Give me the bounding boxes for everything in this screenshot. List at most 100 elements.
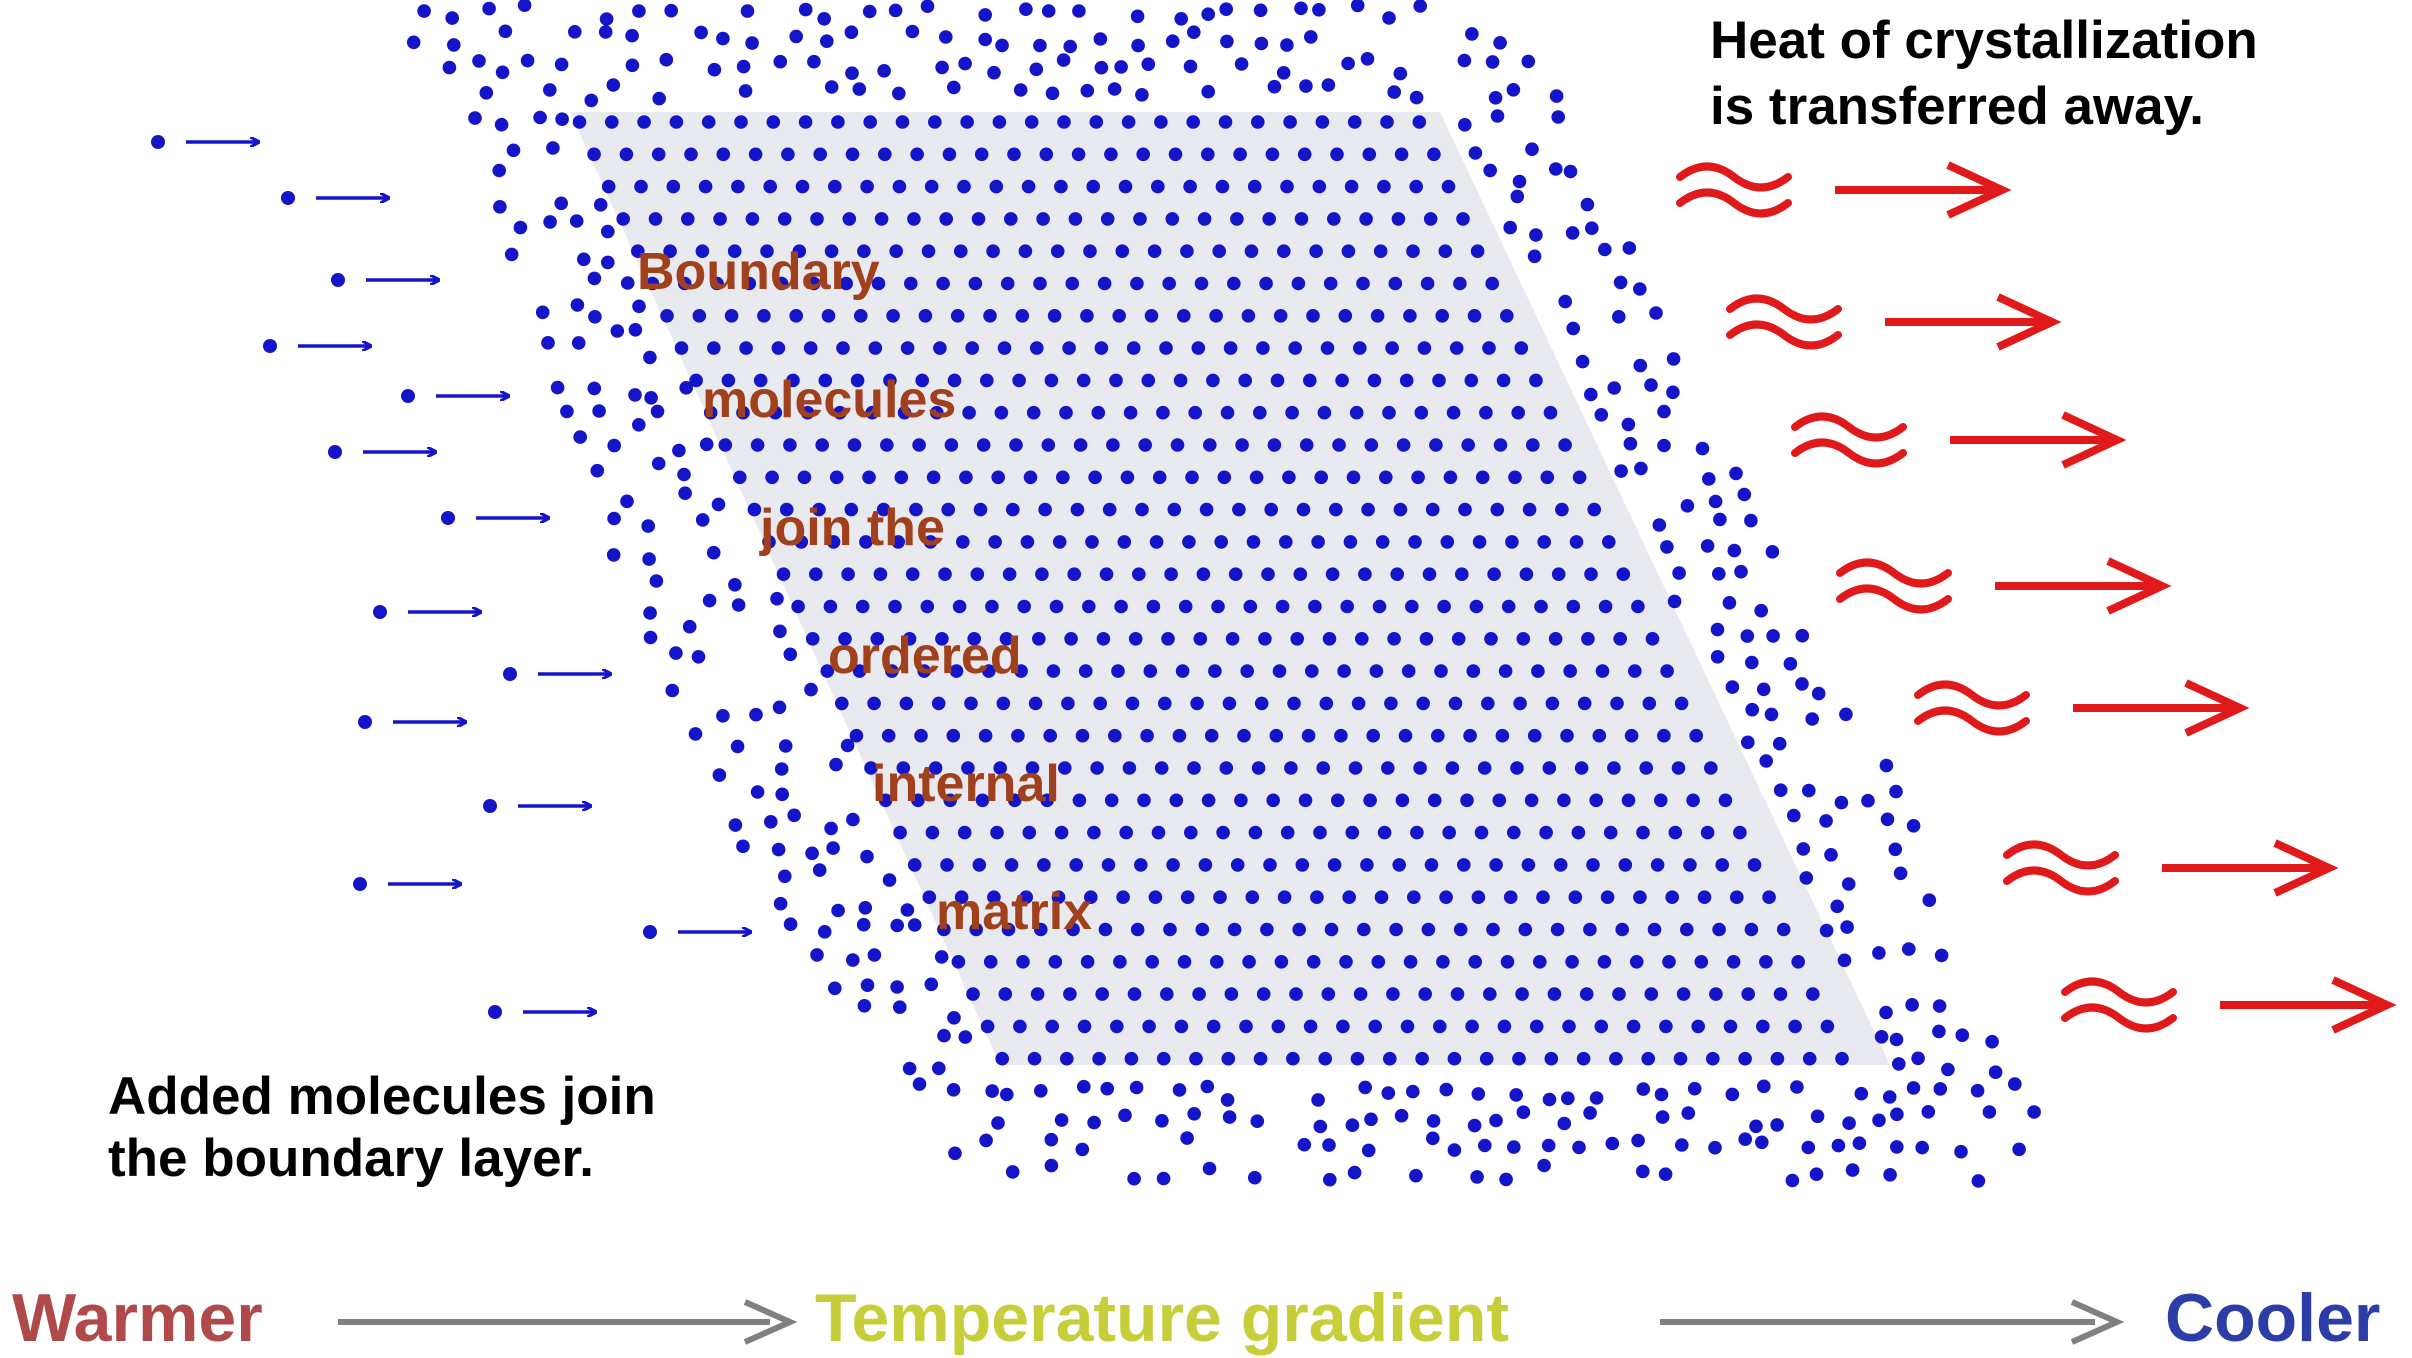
lattice-molecule (1468, 955, 1482, 969)
heat-transfer-label: Heat of crystallization is transferred a… (1710, 8, 2258, 140)
lattice-molecule (1493, 438, 1508, 452)
boundary-molecule (1426, 1114, 1441, 1128)
lattice-molecule (1122, 761, 1137, 775)
lattice-molecule (1542, 761, 1557, 775)
boundary-molecule (1155, 1114, 1169, 1128)
lattice-molecule (1529, 1019, 1544, 1034)
lattice-molecule (826, 535, 841, 549)
lattice-molecule (1741, 987, 1755, 1001)
lattice-molecule (1434, 664, 1448, 678)
lattice-molecule (1358, 567, 1372, 581)
boundary-molecule (738, 84, 753, 98)
boundary-molecule (1874, 1030, 1889, 1044)
lattice-molecule (1730, 890, 1744, 904)
lattice-molecule (681, 212, 695, 226)
boundary-molecule (1722, 596, 1737, 610)
lattice-molecule (917, 664, 931, 678)
lattice-molecule (1322, 632, 1337, 646)
boundary-molecule (1220, 1093, 1235, 1107)
lattice-molecule (1138, 438, 1152, 452)
heat-wave-line (1836, 558, 1952, 588)
lattice-molecule (992, 115, 1007, 129)
lattice-molecule (718, 438, 733, 452)
lattice-molecule (1077, 1019, 1092, 1034)
lattice-molecule (1545, 696, 1560, 711)
lattice-molecule (1438, 244, 1453, 258)
lattice-molecule (1697, 890, 1712, 904)
heat-wave-line (1914, 706, 2030, 736)
boundary-molecule (1652, 518, 1667, 532)
lattice-molecule (999, 632, 1014, 646)
boundary-molecule (1044, 1158, 1059, 1173)
lattice-molecule (1420, 276, 1435, 291)
lattice-molecule (1644, 987, 1659, 1001)
lattice-molecule (1487, 567, 1501, 581)
lattice-molecule (1609, 1051, 1623, 1066)
lattice-molecule (1199, 502, 1214, 517)
lattice-molecule (1421, 922, 1436, 937)
lattice-molecule (1090, 761, 1104, 775)
lattice-molecule (957, 179, 971, 194)
lattice-molecule (1386, 987, 1400, 1001)
boundary-molecule (1394, 1108, 1409, 1123)
boundary-molecule (641, 519, 655, 533)
boundary-molecule (1795, 677, 1809, 691)
lattice-molecule (1650, 858, 1665, 872)
boundary-molecule (1824, 848, 1838, 862)
lattice-molecule (1212, 244, 1226, 258)
lattice-molecule (1147, 244, 1162, 258)
boundary-molecule (893, 1000, 907, 1014)
boundary-molecule (1358, 1080, 1372, 1095)
boundary-molecule (694, 25, 708, 40)
lattice-molecule (947, 373, 962, 388)
boundary-molecule (773, 54, 788, 69)
boundary-molecule (1575, 354, 1590, 369)
lattice-molecule (1694, 955, 1709, 969)
lattice-molecule (1668, 825, 1683, 840)
lattice-molecule (1329, 502, 1343, 517)
lattice-molecule (1437, 599, 1451, 614)
boundary-molecule (1893, 866, 1908, 881)
lattice-molecule (1432, 373, 1446, 388)
lattice-molecule (798, 115, 813, 129)
boundary-molecule (643, 606, 657, 620)
lattice-molecule (1413, 761, 1427, 775)
lattice-molecule (1327, 858, 1342, 872)
boundary-molecule (1439, 1082, 1454, 1097)
boundary-molecule (442, 60, 457, 75)
boundary-molecule (1657, 404, 1671, 419)
lattice-molecule (1598, 599, 1613, 614)
lattice-molecule (1219, 761, 1234, 775)
lattice-molecule (1392, 858, 1406, 872)
lattice-molecule (1188, 405, 1202, 420)
boundary-molecule (1131, 38, 1145, 53)
lattice-molecule (1244, 244, 1259, 258)
lattice-molecule (1075, 728, 1090, 743)
lattice-molecule (1009, 438, 1023, 452)
lattice-molecule (1002, 567, 1017, 581)
boundary-molecule (1710, 622, 1725, 637)
boundary-molecule (1831, 1138, 1846, 1153)
lattice-molecule (971, 212, 986, 226)
lattice-molecule (724, 309, 739, 323)
lattice-molecule (1330, 147, 1344, 162)
lattice-molecule (1490, 502, 1505, 517)
lattice-molecule (939, 212, 953, 226)
boundary-molecule (877, 64, 891, 78)
boundary-molecule (1905, 998, 1919, 1012)
lattice-molecule (1040, 793, 1054, 808)
lattice-molecule (1543, 405, 1558, 420)
boundary-molecule (678, 486, 692, 501)
lattice-molecule (1026, 405, 1041, 420)
lattice-molecule (1603, 825, 1618, 840)
boundary-molecule (978, 32, 992, 47)
lattice-molecule (1394, 147, 1409, 162)
boundary-molecule (807, 54, 821, 69)
boundary-molecule (1745, 702, 1759, 717)
lattice-molecule (870, 632, 885, 646)
boundary-molecule (1585, 221, 1599, 235)
lattice-molecule (918, 309, 933, 323)
boundary-molecule (1382, 11, 1396, 25)
warmer-label: Warmer (12, 1280, 263, 1356)
boundary-molecule (598, 25, 613, 39)
